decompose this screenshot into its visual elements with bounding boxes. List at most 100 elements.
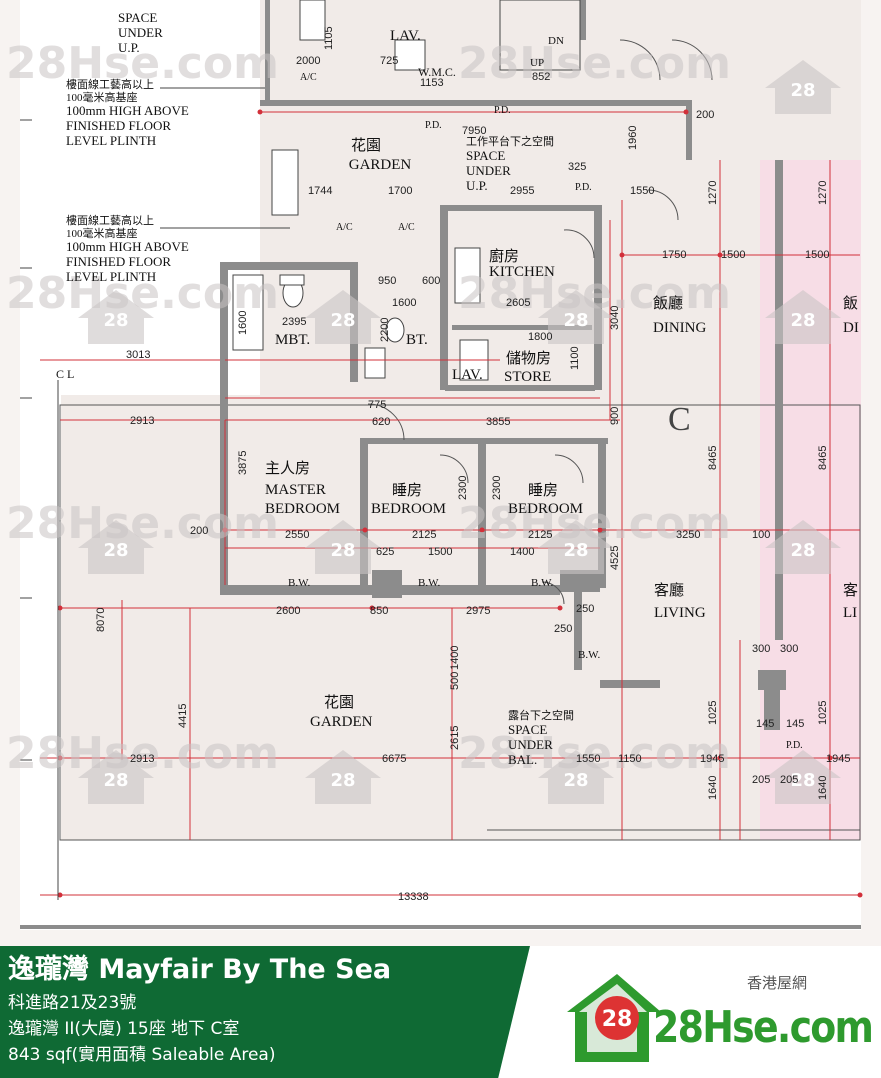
room-bedroom2-en: BEDROOM <box>508 501 583 517</box>
house-watermark-icon <box>305 290 381 344</box>
room-dining-cut-en: DI <box>843 320 859 336</box>
watermark-text: 28Hse.com <box>458 38 731 89</box>
dimension-label: 2125 <box>412 529 436 541</box>
dimension-label: 625 <box>376 546 394 558</box>
room-garden-bottom-zh: 花園 <box>324 694 354 711</box>
room-garden-top-zh: 花園 <box>351 137 381 154</box>
room-kitchen-en: KITCHEN <box>489 264 555 280</box>
dimension-label: 4525 <box>609 546 621 570</box>
ac-label: A/C <box>300 72 317 83</box>
dimension-label: 1270 <box>817 181 829 205</box>
dimension-label: 3855 <box>486 416 510 428</box>
note-plinth: FINISHED FLOOR <box>66 254 171 269</box>
footer-band <box>0 946 530 1078</box>
floor-plan-drawing: 28Hse.com 28Hse.com 28Hse.com 28Hse.com … <box>6 0 863 930</box>
watermark-badge: 28 <box>790 770 815 791</box>
note-plinth: 100mm HIGH ABOVE <box>66 103 189 118</box>
dimension-label: 8070 <box>95 608 107 632</box>
dimension-label: 1750 <box>662 249 686 261</box>
room-wmc: W.M.C. <box>418 65 456 79</box>
room-mbt: MBT. <box>275 332 310 348</box>
note-balcony-space: 露台下之空間 <box>508 708 574 722</box>
pd-label: P.D. <box>425 120 442 131</box>
ac-label: A/C <box>398 222 415 233</box>
dimension-label: 145 <box>786 718 804 730</box>
dimension-label: 1400 <box>510 546 534 558</box>
watermark-badge: 28 <box>790 540 815 561</box>
note-space-under: U.P. <box>118 40 140 55</box>
room-lav: LAV. <box>452 367 483 383</box>
estate-unit: 逸瓏灣 II(大廈) 15座 地下 C室 <box>8 1019 240 1039</box>
note-work-platform: U.P. <box>466 178 488 193</box>
dimension-label: 2300 <box>491 476 503 500</box>
brand-tagline: 香港屋網 <box>747 974 808 992</box>
house-watermark-icon <box>538 750 614 804</box>
dimension-label: 1600 <box>392 297 416 309</box>
dimension-label: 2125 <box>528 529 552 541</box>
dimension-label: 620 <box>372 416 390 428</box>
note-work-platform: UNDER <box>466 163 511 178</box>
dimension-label: 600 <box>422 275 440 287</box>
dimension-label: 205 <box>780 774 798 786</box>
note-space-under: SPACE <box>118 10 157 25</box>
room-living-en: LIVING <box>654 605 706 621</box>
room-store-zh: 儲物房 <box>506 350 551 367</box>
house-watermark-icon <box>765 290 841 344</box>
watermark-badge: 28 <box>330 310 355 331</box>
watermark-badge: 28 <box>330 770 355 791</box>
note-work-platform: SPACE <box>466 148 505 163</box>
watermark-badge: 28 <box>563 540 588 561</box>
room-kitchen-zh: 廚房 <box>489 247 519 265</box>
note-plinth: LEVEL PLINTH <box>66 133 156 148</box>
note-plinth: 100毫米高基座 <box>66 90 138 104</box>
dimension-label: 1025 <box>707 701 719 725</box>
house-logo-icon: 28 <box>567 974 661 1062</box>
dimension-label: 1744 <box>308 185 332 197</box>
note-plinth: FINISHED FLOOR <box>66 118 171 133</box>
room-master-en1: MASTER <box>265 482 326 498</box>
dimension-label: 1640 <box>817 776 829 800</box>
dimension-label: 200 <box>696 109 714 121</box>
dimension-label: 2615 <box>449 726 461 750</box>
dimension-label: 100 <box>752 529 770 541</box>
dimension-label: 13338 <box>398 891 429 903</box>
room-garden-top-en: GARDEN <box>349 157 412 173</box>
dimension-label: 2395 <box>282 316 306 328</box>
dimension-label: 1550 <box>630 185 654 197</box>
dimension-label: 1400 <box>449 646 461 670</box>
dimension-label: 1153 <box>420 77 444 89</box>
note-plinth: 樓面線工藝高以上 <box>66 213 154 227</box>
watermark-badge: 28 <box>790 80 815 101</box>
estate-address: 科進路21及23號 <box>8 993 137 1013</box>
dimension-label: 1500 <box>805 249 829 261</box>
pd-label: P.D. <box>494 105 511 116</box>
dimension-label: 2600 <box>276 605 300 617</box>
dimension-label: 8465 <box>817 446 829 470</box>
note-work-platform: 工作平台下之空間 <box>466 134 554 148</box>
room-master-zh: 主人房 <box>265 460 310 477</box>
note-balcony-space: SPACE <box>508 722 547 737</box>
house-watermark-icon <box>78 520 154 574</box>
bay-window-label: B.W. <box>418 577 440 589</box>
dimension-label: 2913 <box>130 415 154 427</box>
pd-label: P.D. <box>786 740 803 751</box>
room-dining-cut-zh: 飯 <box>843 295 858 312</box>
note-balcony-space: BAL. <box>508 752 537 767</box>
estate-title: 逸瓏灣 Mayfair By The Sea <box>8 954 392 985</box>
bay-window-label: B.W. <box>578 649 600 661</box>
dimension-label: 200 <box>190 525 208 537</box>
dimension-label: 2300 <box>457 476 469 500</box>
brand-name: 28Hse.com <box>653 1002 874 1053</box>
centerline-label: C L <box>56 367 74 381</box>
footer: 逸瓏灣 Mayfair By The Sea 科進路21及23號 逸瓏灣 II(… <box>0 946 881 1078</box>
house-watermark-icon <box>78 290 154 344</box>
dimension-label: 1270 <box>707 181 719 205</box>
watermark-badge: 28 <box>103 770 128 791</box>
dimension-label: 1500 <box>721 249 745 261</box>
dimension-label: 775 <box>368 399 386 411</box>
house-watermark-icon <box>305 520 381 574</box>
dimension-label: 2913 <box>130 753 154 765</box>
house-watermark-icon <box>765 520 841 574</box>
brand-logo: 28 香港屋網 28Hse.com <box>565 946 881 1078</box>
house-watermark-icon <box>305 750 381 804</box>
